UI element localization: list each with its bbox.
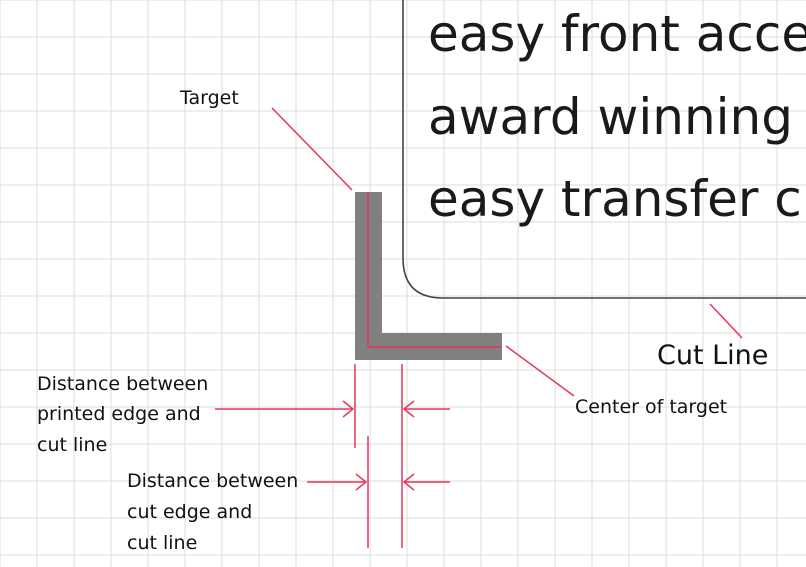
center-of-target-label: Center of target xyxy=(575,396,727,418)
distance-cut-label-line-3: cut line xyxy=(127,532,197,554)
target-label: Target xyxy=(179,87,239,109)
cut-line-label: Cut Line xyxy=(657,340,768,371)
card-text-line-3: easy transfer c xyxy=(428,170,802,228)
printed-edge-arrow-left xyxy=(215,400,355,418)
cut-edge-arrow-right xyxy=(402,473,450,491)
target-leader-line xyxy=(271,107,353,191)
center-leader-line xyxy=(505,345,575,397)
printed-edge-arrow-right xyxy=(402,400,450,418)
distance-cut-label-line-2: cut edge and xyxy=(127,501,252,523)
distance-printed-label-line-1: Distance between xyxy=(37,373,208,395)
card-text-line-1: easy front acce xyxy=(428,5,806,63)
card-text-line-2: award winning xyxy=(428,88,793,146)
distance-printed-label-line-3: cut line xyxy=(37,434,107,456)
distance-cut-label-line-1: Distance between xyxy=(127,470,298,492)
distance-printed-label-line-2: printed edge and xyxy=(37,403,201,425)
cut-line-leader-line xyxy=(709,303,743,339)
cut-edge-arrow-left xyxy=(307,473,368,491)
card-outline xyxy=(402,0,806,299)
